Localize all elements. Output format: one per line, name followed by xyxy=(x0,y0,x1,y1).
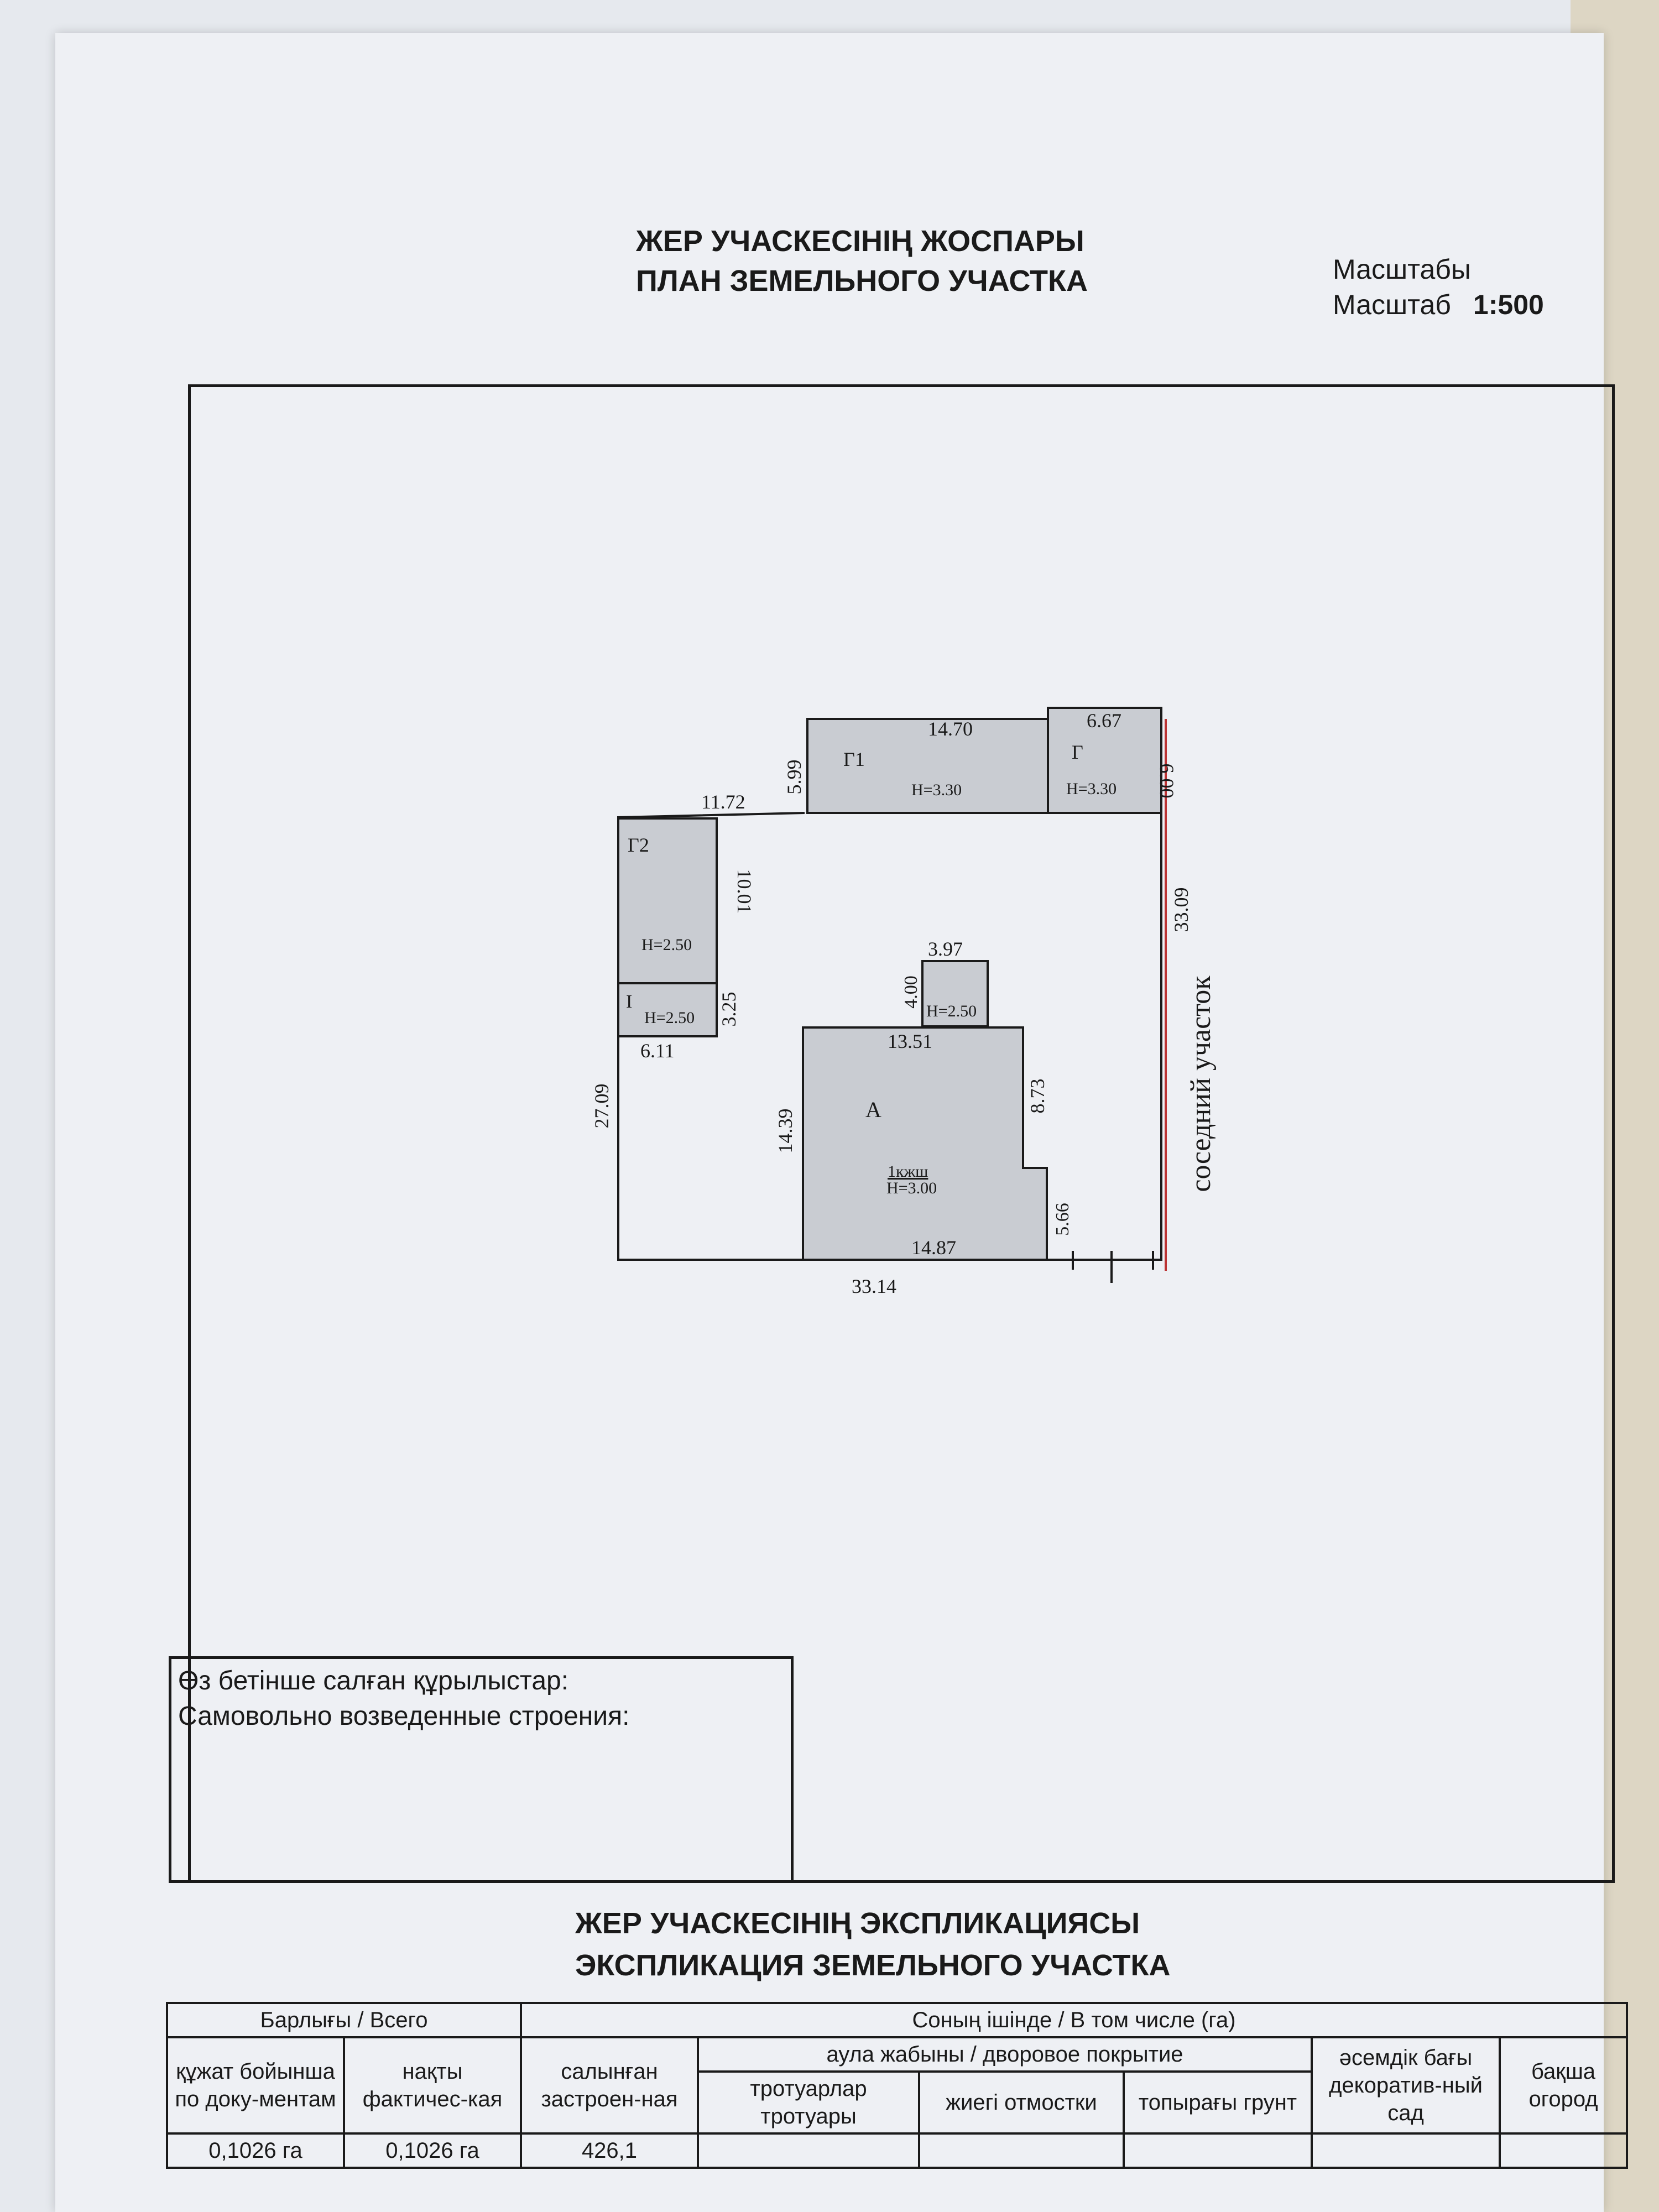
building-a xyxy=(802,1026,1048,1261)
col-actual: нақты фактичес-кая xyxy=(343,2036,522,2135)
neighbor-label: соседний участок xyxy=(1185,975,1217,1192)
scale-value: 1:500 xyxy=(1473,289,1544,320)
plan-title: ЖЕР УЧАСКЕСІНІҢ ЖОСПАРЫ ПЛАН ЗЕМЕЛЬНОГО … xyxy=(636,221,1189,301)
header-total: Барлығы / Всего xyxy=(166,2002,522,2038)
building-g2 xyxy=(617,817,718,984)
col-soil: топырағы грунт xyxy=(1123,2070,1313,2135)
dimension-label: 33.14 xyxy=(852,1275,896,1297)
plan-title-ru: ПЛАН ЗЕМЕЛЬНОГО УЧАСТКА xyxy=(636,264,1088,298)
dimension-label: 4.00 xyxy=(901,975,921,1009)
dimension-label: 13.51 xyxy=(888,1030,932,1052)
value-sidewalks xyxy=(697,2132,920,2169)
dimension-label: 10.01 xyxy=(733,869,755,914)
plan-frame xyxy=(188,384,1615,1883)
value-actual: 0,1026 га xyxy=(343,2132,522,2169)
dimension-label: 5.99 xyxy=(783,760,805,795)
dimension-label: 3.97 xyxy=(928,938,963,960)
col-by-documents: құжат бойынша по доку-ментам xyxy=(166,2036,345,2135)
building-height: H=3.30 xyxy=(911,781,962,799)
dimension-label: 33.09 xyxy=(1170,888,1192,932)
building-annex xyxy=(921,960,989,1027)
dimension-label: 6.00 xyxy=(1156,764,1178,799)
col-blind-area: жиегі отмостки xyxy=(918,2070,1125,2135)
unauthorized-label-kz: Өз бетінше салған құрылыстар: xyxy=(178,1666,569,1695)
value-blind-area xyxy=(918,2132,1125,2169)
dimension-label: 14.70 xyxy=(928,718,973,740)
dimension-label: 3.25 xyxy=(718,992,740,1027)
building-height: H=2.50 xyxy=(644,1009,695,1027)
dimension-label: 11.72 xyxy=(701,791,745,813)
building-label: А xyxy=(865,1097,881,1122)
dimension-label: 5.66 xyxy=(1052,1203,1073,1236)
building-g xyxy=(1047,707,1162,814)
col-sidewalks: тротуарлар тротуары xyxy=(697,2070,920,2135)
building-height: H=2.50 xyxy=(641,936,692,954)
scale-label-ru: Масштаб xyxy=(1333,289,1451,320)
building-label: Г2 xyxy=(628,834,649,856)
dimension-label: 6.67 xyxy=(1087,709,1121,732)
unauthorized-label-ru: Самовольно возведенные строения: xyxy=(178,1702,630,1731)
building-i xyxy=(617,982,718,1037)
value-built-up: 426,1 xyxy=(520,2132,699,2169)
value-soil xyxy=(1123,2132,1313,2169)
plan-title-kz: ЖЕР УЧАСКЕСІНІҢ ЖОСПАРЫ xyxy=(636,225,1084,258)
scale-block: Масштабы Масштаб 1:500 xyxy=(1333,252,1544,322)
building-height: H=3.00 xyxy=(886,1179,937,1197)
explication-title-ru: ЭКСПЛИКАЦИЯ ЗЕМЕЛЬНОГО УЧАСТКА xyxy=(575,1949,1171,1982)
building-floors: 1кжш xyxy=(888,1162,928,1181)
dimension-label: 6.11 xyxy=(640,1040,675,1062)
lot-boundary xyxy=(617,719,1162,1261)
building-label: Г1 xyxy=(843,748,865,770)
dimension-label: 14.39 xyxy=(774,1109,796,1154)
building-label: Г xyxy=(1072,741,1083,763)
header-including: Соның ішінде / В том числе (га) xyxy=(519,2002,1629,2038)
value-decorative-garden xyxy=(1311,2132,1501,2169)
value-by-documents: 0,1026 га xyxy=(166,2132,345,2169)
building-label: I xyxy=(626,992,632,1012)
building-height: H=3.30 xyxy=(1066,780,1117,798)
dimension-label: 8.73 xyxy=(1026,1079,1048,1114)
explication-title-kz: ЖЕР УЧАСКЕСІНІҢ ЭКСПЛИКАЦИЯСЫ xyxy=(575,1907,1140,1940)
building-g1 xyxy=(806,718,1049,814)
col-decorative-garden: әсемдік бағы декоратив-ный сад xyxy=(1311,2036,1501,2135)
header-yard-cover: аула жабыны / дворовое покрытие xyxy=(697,2036,1313,2073)
explication-table: Барлығы / Всего Соның ішінде / В том чис… xyxy=(166,2002,1629,2169)
scale-label-kz: Масштабы xyxy=(1333,254,1471,285)
value-vegetable-garden xyxy=(1498,2132,1629,2169)
dimension-label: 27.09 xyxy=(591,1084,613,1129)
unauthorized-buildings-box: Өз бетінше салған құрылыстар: Самовольно… xyxy=(169,1656,794,1883)
explication-title: ЖЕР УЧАСКЕСІНІҢ ЭКСПЛИКАЦИЯСЫ ЭКСПЛИКАЦИ… xyxy=(575,1902,1349,1986)
building-height: H=2.50 xyxy=(926,1002,977,1020)
col-built-up: салынған застроен-ная xyxy=(520,2036,699,2135)
col-vegetable-garden: бақша огород xyxy=(1498,2036,1629,2135)
dimension-label: 14.87 xyxy=(911,1237,956,1259)
